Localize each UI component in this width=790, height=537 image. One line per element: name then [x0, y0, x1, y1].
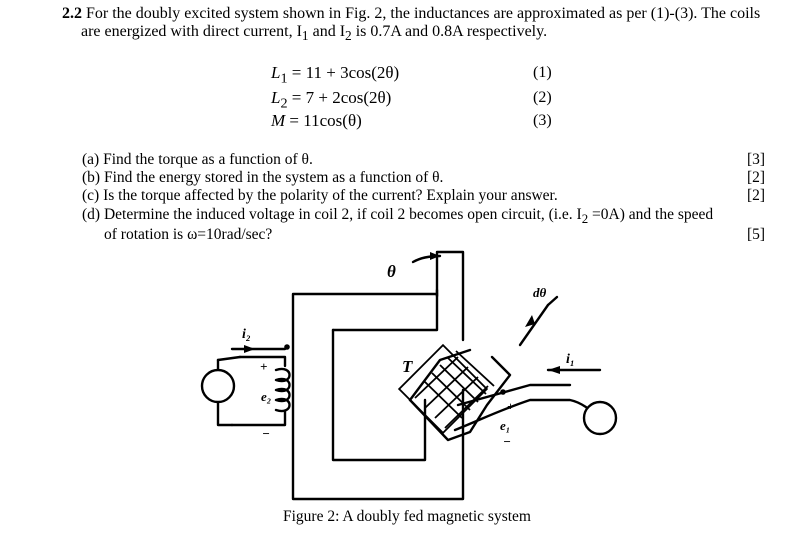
equation-number-3: (3)	[533, 112, 552, 129]
i1-label: i₁	[566, 352, 575, 367]
eq1-sub: 1	[280, 70, 288, 87]
part-d-text: (d) Determine the induced voltage in coi…	[82, 206, 582, 223]
marks-a: [3]	[747, 151, 766, 168]
equation-1: L1 = 11 + 3cos(2θ)	[271, 63, 399, 87]
question-line-2: are energized with direct current, I1 an…	[81, 22, 547, 46]
equation-number-2: (2)	[533, 89, 552, 106]
eq3-lhs: M	[271, 111, 286, 130]
e2-minus-sign: −	[262, 426, 270, 441]
equation-3: M = 11cos(θ)	[271, 111, 362, 131]
current-subscript-1: 1	[301, 28, 309, 44]
e2-label: e₂	[261, 389, 271, 404]
eq1-lhs: L	[271, 63, 281, 82]
eq1-rhs: = 11 + 3cos(2θ)	[287, 63, 400, 82]
question-text-2b: and I	[308, 23, 346, 40]
equation-2: L2 = 7 + 2cos(2θ)	[271, 88, 391, 112]
marks-d: [5]	[747, 226, 766, 243]
equation-number-1: (1)	[533, 64, 552, 81]
current-subscript-2: 2	[345, 28, 352, 44]
dtheta-label: dθ	[533, 285, 547, 300]
part-d-text-end: =0A) and the speed	[588, 206, 714, 223]
part-b: (b) Find the energy stored in the system…	[82, 169, 444, 186]
part-d-sub: 2	[581, 211, 589, 227]
question-text-2a: are energized with direct current, I	[81, 23, 302, 40]
e1-minus-sign: −	[503, 434, 511, 449]
marks-c: [2]	[747, 187, 766, 204]
part-c: (c) Is the torque affected by the polari…	[82, 187, 558, 204]
question-number: 2.2	[62, 5, 82, 22]
question-line-1: 2.2 For the doubly excited system shown …	[62, 4, 760, 24]
figure-caption: Figure 2: A doubly fed magnetic system	[283, 508, 531, 525]
question-text-1: For the doubly excited system shown in F…	[86, 5, 761, 22]
marks-b: [2]	[747, 169, 766, 186]
part-d: (d) Determine the induced voltage in coi…	[82, 206, 713, 228]
theta-label: θ	[387, 262, 396, 281]
part-d-continued: of rotation is ω=10rad/sec?	[104, 226, 273, 243]
eq2-rhs: = 7 + 2cos(2θ)	[287, 88, 392, 107]
e1-plus-sign: +	[507, 399, 514, 413]
eq2-lhs: L	[271, 88, 281, 107]
eq2-sub: 2	[280, 95, 288, 112]
e1-label: e₁	[500, 418, 510, 433]
i2-label: i₂	[242, 327, 251, 342]
e2-plus-sign: +	[260, 359, 267, 374]
eq3-rhs: = 11cos(θ)	[285, 111, 362, 130]
question-text-2c: is 0.7A and 0.8A respectively.	[351, 23, 548, 40]
torque-label: T	[402, 357, 413, 376]
part-a: (a) Find the torque as a function of θ.	[82, 151, 313, 168]
